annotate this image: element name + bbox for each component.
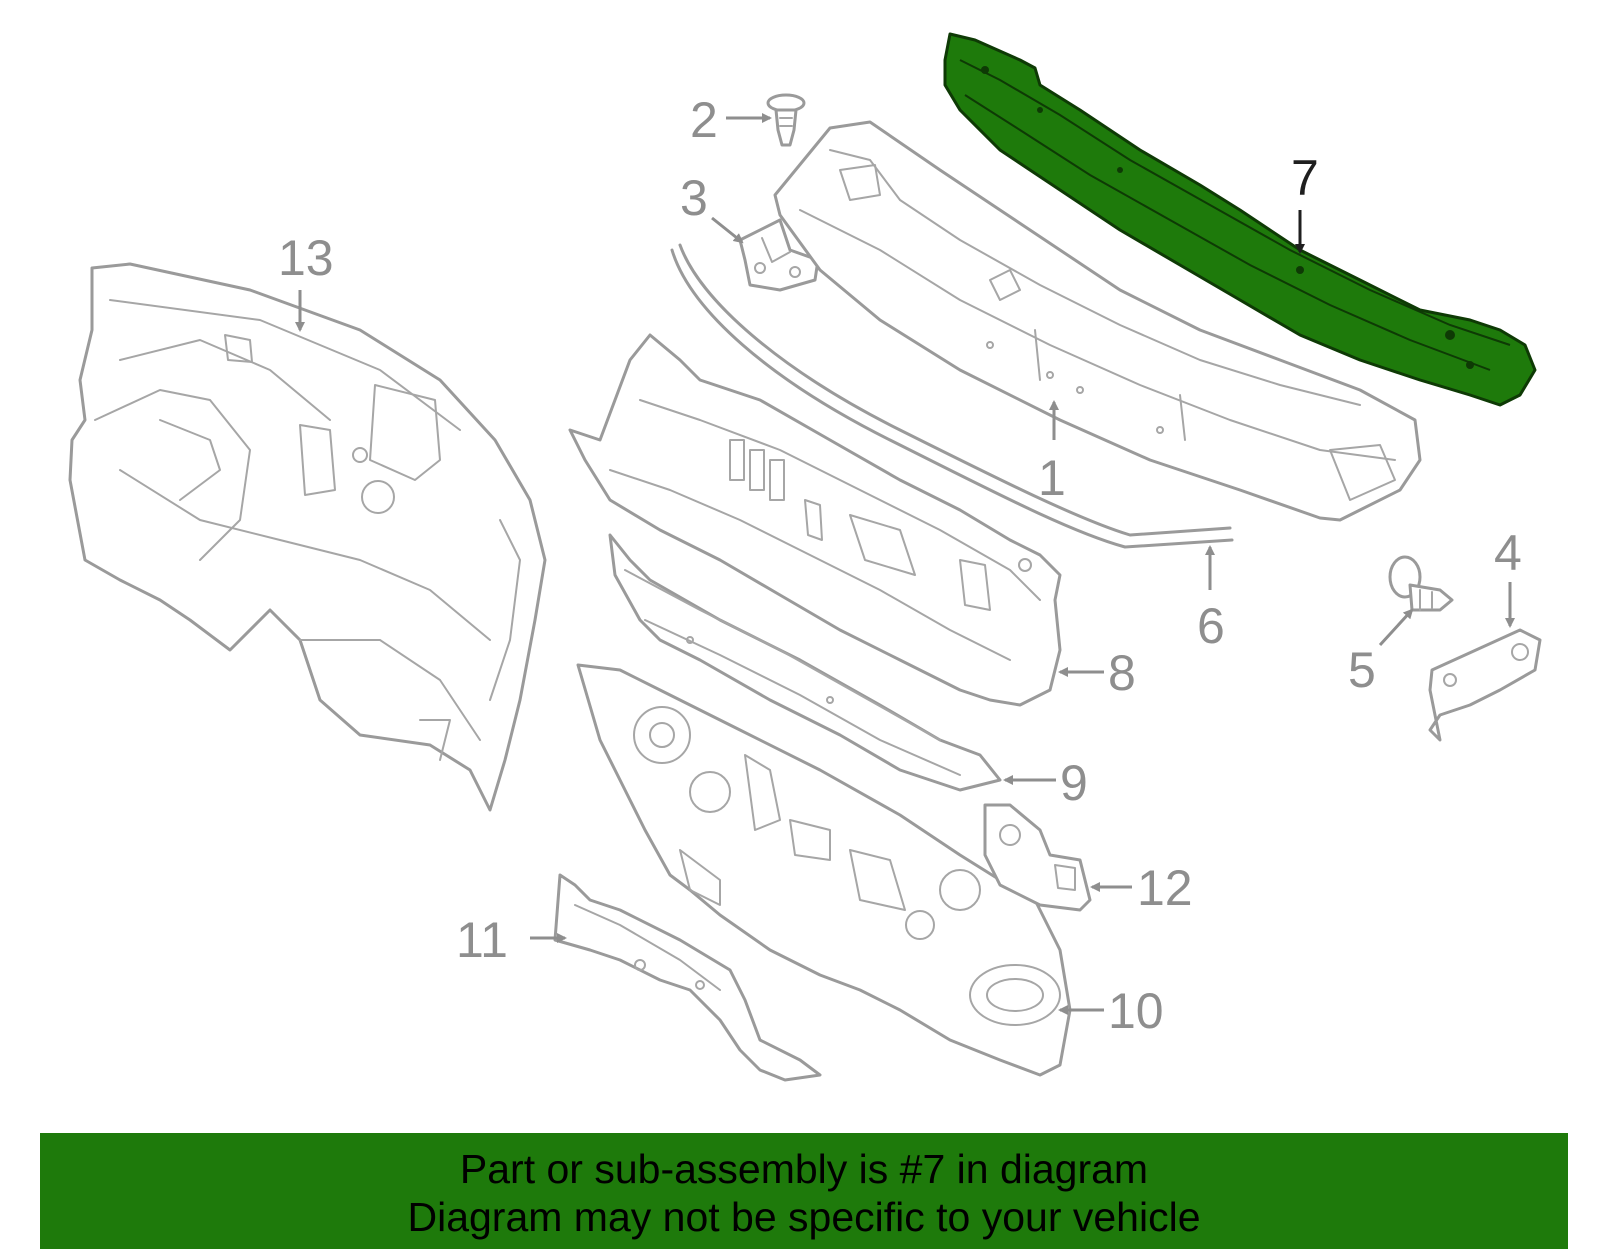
part-5-grommet	[1388, 555, 1454, 612]
callout-11: 11	[456, 912, 508, 968]
callout-10: 10	[1108, 983, 1164, 1039]
callout-leaders	[295, 113, 1515, 1015]
callout-3: 3	[680, 170, 708, 226]
callout-6: 6	[1197, 598, 1225, 654]
part-9-brace	[608, 533, 1002, 792]
part-3-bracket	[738, 218, 820, 292]
part-13-dash-insulator	[68, 262, 547, 812]
part-12-plate	[983, 803, 1092, 912]
part-4-bracket	[1428, 628, 1542, 742]
callout-2: 2	[690, 92, 718, 148]
part-11-bracket	[553, 873, 822, 1082]
callout-9: 9	[1060, 755, 1088, 811]
callout-8: 8	[1108, 645, 1136, 701]
info-banner: Part or sub-assembly is #7 in diagram Di…	[40, 1133, 1568, 1249]
part-6-seal	[670, 243, 1234, 549]
callout-13: 13	[278, 230, 334, 286]
callout-12: 12	[1137, 860, 1193, 916]
callout-numbers: 1 2 3 4 5 6 7 8 9 10 11 12 13	[278, 92, 1522, 1039]
part-7-cowl-reinforcement	[943, 32, 1537, 407]
part-8-cowl-lower	[568, 333, 1062, 707]
callout-4: 4	[1494, 525, 1522, 581]
banner-line-2: Diagram may not be specific to your vehi…	[407, 1194, 1201, 1240]
part-10-dash-panel	[576, 663, 1072, 1077]
part-1-cowl-panel	[773, 120, 1422, 522]
callout-5: 5	[1348, 642, 1376, 698]
banner-line-1: Part or sub-assembly is #7 in diagram	[459, 1146, 1149, 1192]
part-2-clip	[766, 93, 806, 147]
callout-7: 7	[1291, 150, 1319, 206]
callout-1: 1	[1038, 450, 1066, 506]
